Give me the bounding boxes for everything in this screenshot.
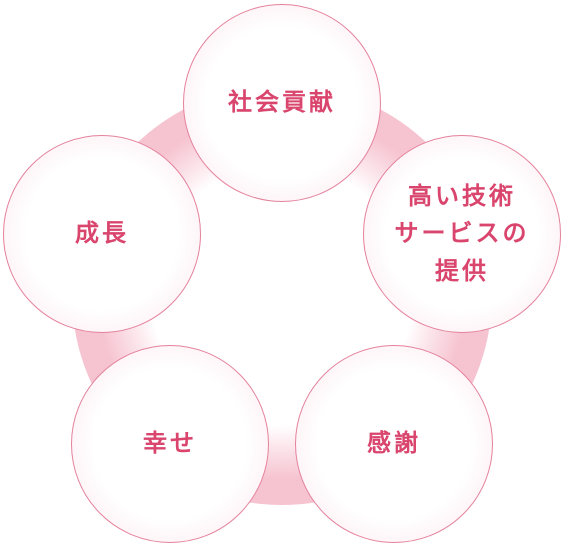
node-label-social-contribution: 社会貢献 [228, 88, 336, 117]
node-high-tech-service: 高い技術 サービスの 提供 [363, 135, 561, 333]
node-happiness: 幸せ [71, 345, 269, 543]
node-label-high-tech-service: 高い技術 サービスの 提供 [394, 182, 530, 285]
node-gratitude: 感謝 [295, 345, 493, 543]
node-label-happiness: 幸せ [143, 429, 197, 458]
node-growth: 成長 [3, 135, 201, 333]
node-label-gratitude: 感謝 [367, 429, 421, 458]
node-social-contribution: 社会貢献 [183, 4, 381, 202]
node-label-growth: 成長 [75, 219, 129, 248]
